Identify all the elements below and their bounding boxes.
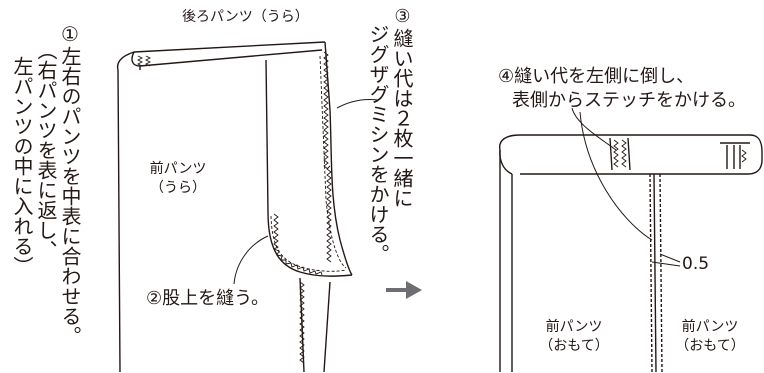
waist-zigzag bbox=[613, 139, 747, 168]
step4-text-line2: 表側からステッチをかける。 bbox=[512, 90, 746, 111]
back-pants-piece bbox=[139, 41, 353, 373]
label-back-pants: 後ろパンツ（うら） bbox=[182, 9, 309, 25]
label-front-left-line1: 前パンツ bbox=[545, 319, 603, 335]
step2-text: ②股上を縫う。 bbox=[146, 288, 270, 309]
label-front-right: 前パンツ （おもて） bbox=[670, 318, 750, 356]
front-pants-piece bbox=[116, 41, 326, 373]
label-front-pants-line1: 前パンツ bbox=[149, 161, 207, 177]
leader-lines-right bbox=[571, 107, 681, 267]
measure-label: 0.5 bbox=[682, 254, 710, 274]
step1-text: 左右のパンツを中表に合わせる。 bbox=[58, 46, 82, 346]
label-front-left: 前パンツ （おもて） bbox=[534, 318, 614, 356]
step3-text-line1: 縫い代は２枚一緒に bbox=[390, 28, 414, 208]
label-front-left-line2: （おもて） bbox=[539, 338, 609, 354]
step1-number: ① bbox=[58, 22, 82, 46]
label-front-pants: 前パンツ （うら） bbox=[148, 160, 208, 198]
label-front-right-line2: （おもて） bbox=[675, 338, 745, 354]
label-front-right-line1: 前パンツ bbox=[681, 319, 739, 335]
leader-lines-left bbox=[233, 99, 379, 285]
step3-number: ③ bbox=[392, 6, 413, 27]
step4-text-line1: ④縫い代を左側に倒し、 bbox=[498, 66, 695, 87]
zigzag-seam-allowance bbox=[136, 51, 347, 364]
label-front-pants-line2: （うら） bbox=[150, 180, 206, 196]
arrow-right-icon bbox=[386, 281, 422, 299]
finished-pants bbox=[499, 134, 763, 373]
step3-text-line2: ジグザグミシンをかける。 bbox=[366, 24, 390, 264]
step1-note-line1: （右パンツを表に返し、 bbox=[34, 40, 58, 260]
step1-note-line2: 左パンツの中に入れる） bbox=[10, 56, 34, 276]
